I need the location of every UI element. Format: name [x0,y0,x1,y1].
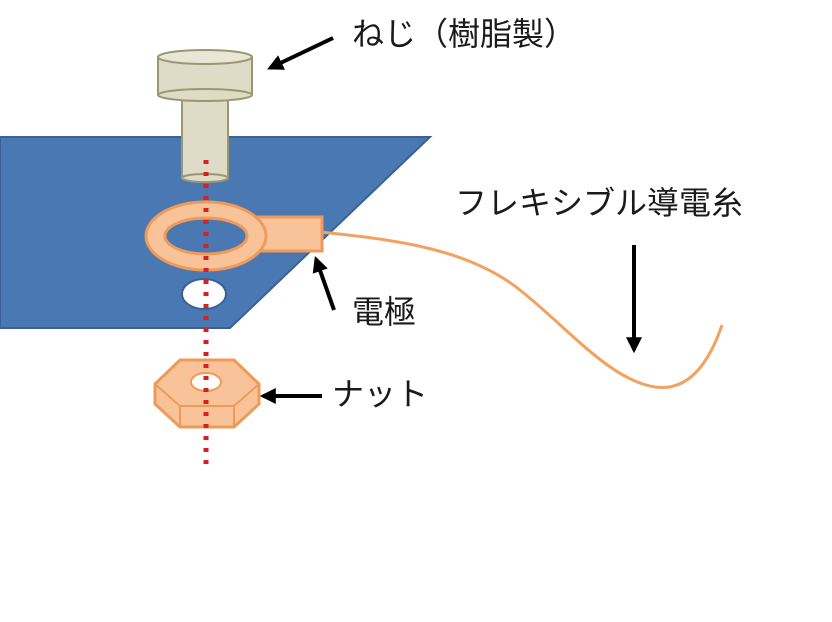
electrode-icon [144,200,324,272]
screw-arrow-icon [267,36,334,70]
screw-label: ねじ（樹脂製） [352,15,577,53]
electrode-arrow-icon [312,255,336,311]
board-panel [0,136,433,329]
wire-icon [319,230,724,389]
electrode-label: 電極 [352,293,417,331]
screw-icon [157,49,253,183]
nut-label: ナット [332,375,429,413]
nut-icon [153,358,261,429]
thread-label: フレキシブル導電糸 [455,184,744,222]
